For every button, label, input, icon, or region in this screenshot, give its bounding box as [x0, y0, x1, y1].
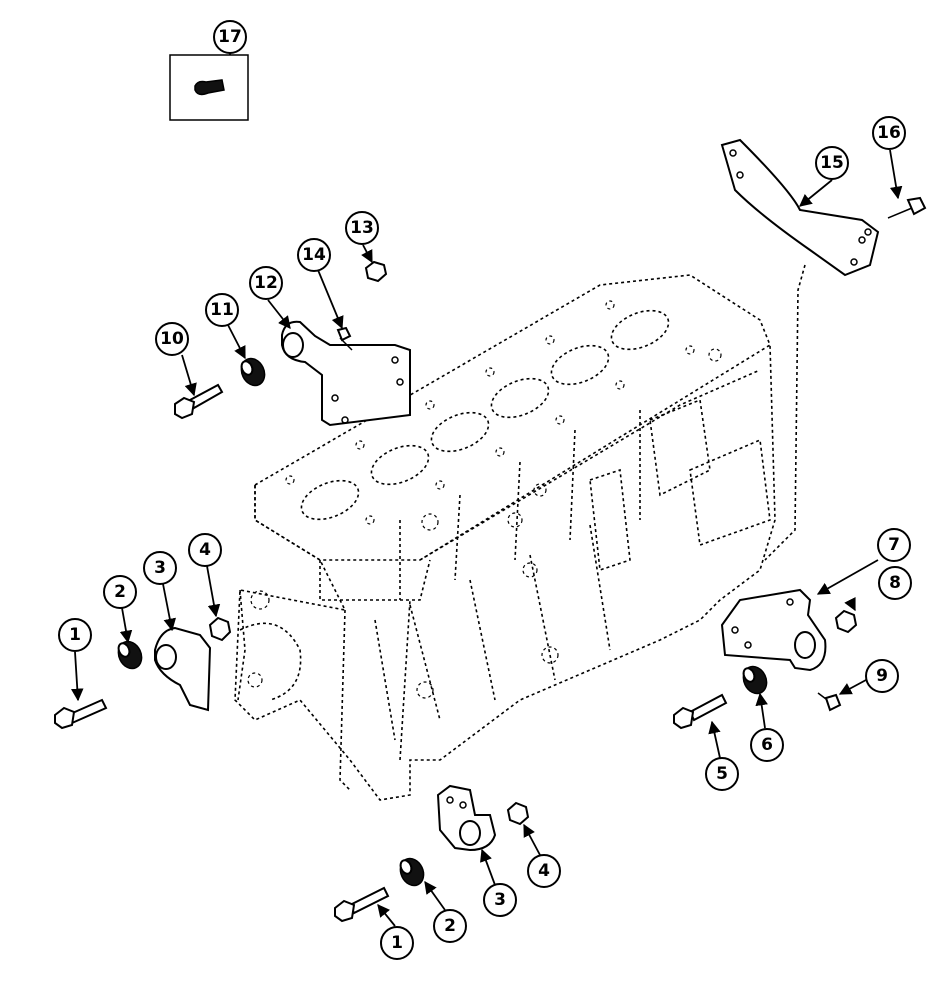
svg-text:11: 11	[210, 300, 234, 320]
callout-2-left: 2	[103, 575, 137, 609]
part-5-bolt	[673, 693, 728, 730]
svg-text:3: 3	[154, 558, 166, 578]
part-1-bolt-left	[54, 698, 108, 730]
svg-text:16: 16	[877, 123, 901, 143]
part-7-bracket-right	[720, 588, 827, 672]
part-3-bracket-bottom	[436, 784, 497, 852]
callout-12: 12	[249, 266, 283, 300]
svg-text:13: 13	[350, 218, 374, 238]
engine-block-phantom	[234, 264, 806, 801]
callout-4-bottom: 4	[527, 854, 561, 888]
part-10-bolt	[174, 383, 224, 420]
svg-text:4: 4	[199, 540, 211, 560]
svg-text:3: 3	[494, 890, 506, 910]
svg-text:17: 17	[218, 27, 242, 47]
part-9-bolt	[817, 692, 842, 712]
callout-4-left: 4	[188, 533, 222, 567]
part-4-nut-bottom	[506, 801, 530, 826]
part-3-bracket-left	[154, 626, 212, 712]
part-1-bolt-bottom	[334, 886, 390, 923]
callout-3-bottom: 3	[483, 883, 517, 917]
svg-text:14: 14	[302, 245, 326, 265]
callout-11: 11	[205, 293, 239, 327]
svg-text:1: 1	[69, 625, 81, 645]
callout-8: 8	[878, 566, 912, 600]
part-2-bushing-bottom	[399, 857, 425, 887]
svg-text:10: 10	[160, 329, 184, 349]
callout-13: 13	[345, 211, 379, 245]
part-13-nut	[364, 260, 388, 283]
callout-10: 10	[155, 322, 189, 356]
svg-text:8: 8	[889, 573, 901, 593]
leader-lines	[71, 149, 903, 927]
callout-7: 7	[877, 528, 911, 562]
callout-14: 14	[297, 238, 331, 272]
callout-6: 6	[750, 728, 784, 762]
part-16-bolt	[887, 196, 927, 219]
svg-text:12: 12	[254, 273, 278, 293]
callout-1-left: 1	[58, 618, 92, 652]
part-15-bracket	[720, 138, 880, 277]
svg-text:9: 9	[876, 666, 888, 686]
part-2-bushing-left	[117, 640, 143, 670]
callout-15: 15	[815, 146, 849, 180]
callout-17: 17	[213, 20, 247, 54]
svg-text:4: 4	[538, 861, 550, 881]
part-17-inset	[169, 45, 249, 121]
part-8-nut	[834, 609, 858, 634]
svg-text:6: 6	[761, 735, 773, 755]
callout-1-bottom: 1	[380, 926, 414, 960]
svg-text:2: 2	[114, 582, 126, 602]
svg-text:1: 1	[391, 933, 403, 953]
svg-text:5: 5	[716, 764, 728, 784]
svg-text:15: 15	[820, 153, 844, 173]
callouts: 1 2 3 4 1 2 3 4	[58, 20, 912, 960]
callout-2-bottom: 2	[433, 909, 467, 943]
part-6-bushing	[742, 665, 768, 695]
svg-text:7: 7	[888, 535, 900, 555]
svg-text:2: 2	[444, 916, 456, 936]
callout-16: 16	[872, 116, 906, 150]
part-4-nut-left	[208, 616, 232, 642]
callout-9: 9	[865, 659, 899, 693]
part-11-bushing	[240, 357, 266, 387]
callout-3-left: 3	[143, 551, 177, 585]
callout-5: 5	[705, 757, 739, 791]
